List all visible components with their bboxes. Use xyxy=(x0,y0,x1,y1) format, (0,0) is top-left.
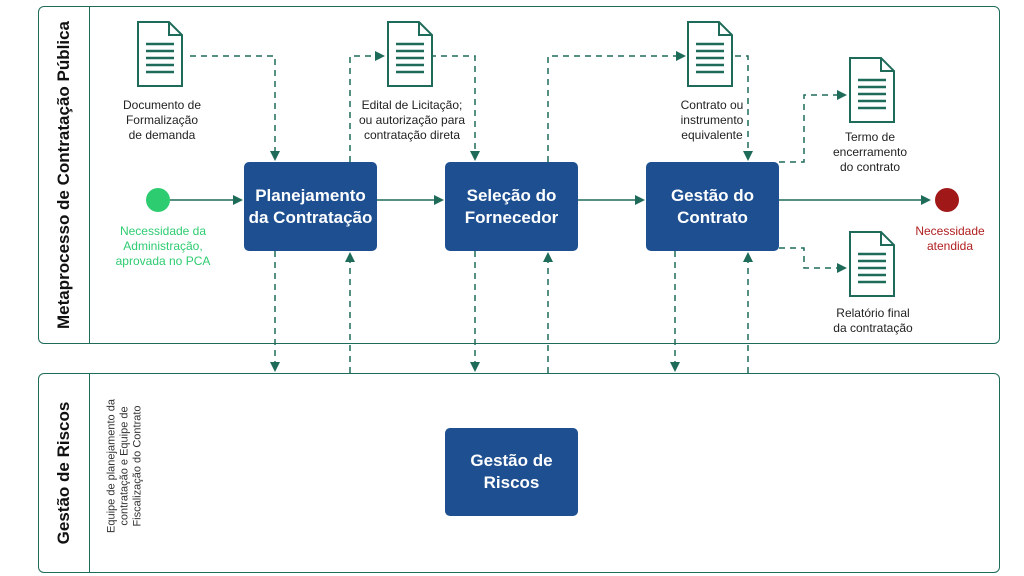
link-formalizacao-to-planejamento xyxy=(190,55,280,161)
document-label-relatorio: Relatório final da contratação xyxy=(833,306,913,335)
link-planejamento-to-edital xyxy=(349,51,385,162)
process-planejamento: Planejamento da Contratação xyxy=(244,162,377,251)
document-label-termo: Termo de encerramento do contrato xyxy=(832,130,908,174)
start-event xyxy=(146,188,170,212)
document-icon xyxy=(687,21,733,87)
start-event-label: Necessidade da Administração, aprovada n… xyxy=(115,224,211,268)
process-selecao-fornecedor: Seleção do Fornecedor xyxy=(445,162,578,251)
document-label-edital: Edital de Licitação; ou autorização para… xyxy=(358,98,466,142)
process-gestao-riscos: Gestão de Riscos xyxy=(445,428,578,516)
link-edital-to-selecao xyxy=(430,55,480,161)
lane-header-gestao-riscos: Gestão de Riscos xyxy=(39,374,90,572)
document-icon xyxy=(387,21,433,87)
link-selecao-to-contrato xyxy=(547,51,686,162)
link-gestao-to-relatorio xyxy=(779,247,847,273)
link-contrato-to-gestao xyxy=(735,55,753,161)
end-event xyxy=(935,188,959,212)
document-icon xyxy=(849,231,895,297)
document-label-formalizacao: Documento de Formalização de demanda xyxy=(122,98,202,142)
process-gestao-contrato: Gestão do Contrato xyxy=(646,162,779,251)
lane-header-metaprocesso: Metaprocesso de Contratação Pública xyxy=(39,7,90,343)
end-event-label: Necessidade atendida xyxy=(915,224,985,253)
document-icon xyxy=(137,21,183,87)
link-gestao-to-termo xyxy=(779,90,847,163)
document-label-contrato: Contrato ou instrumento equivalente xyxy=(680,98,744,142)
document-icon xyxy=(849,57,895,123)
